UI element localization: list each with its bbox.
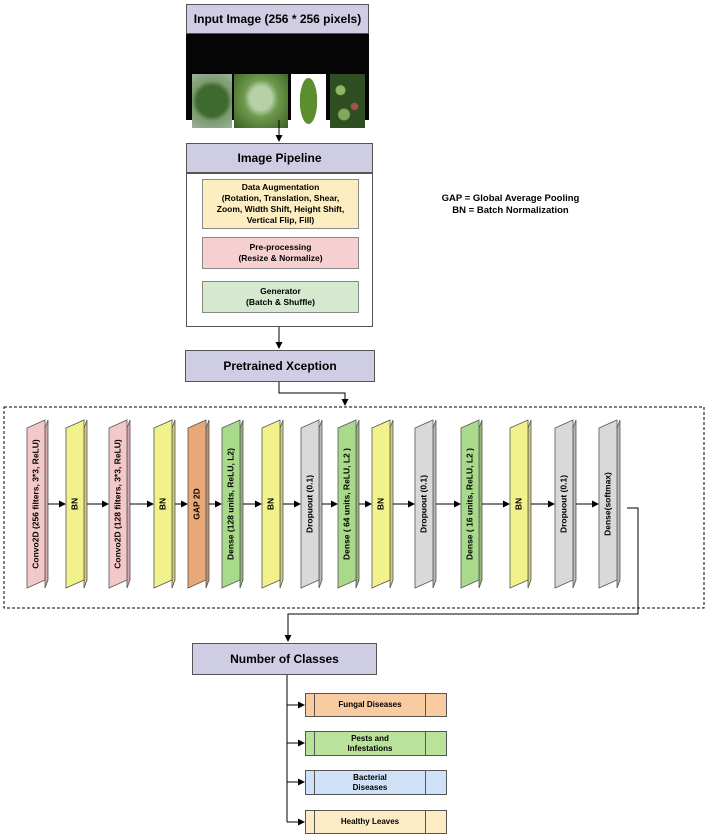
legend-gap: GAP = Global Average Pooling — [441, 193, 580, 204]
layer-13-bn: BN — [509, 419, 532, 589]
layer-5-gap: GAP 2D — [187, 419, 210, 589]
layer-front-face — [108, 419, 128, 589]
layer-7-bn: BN — [261, 419, 284, 589]
leaf-image-1 — [192, 74, 232, 128]
legend: GAP = Global Average Pooling BN = Batch … — [418, 193, 603, 217]
layer-8-drop: Dropuout (0.1) — [300, 419, 323, 589]
layer-side-face — [355, 419, 360, 589]
layer-stack-boundary — [3, 406, 705, 609]
layer-3-conv: Convo2D (128 filters, 3*3, ReLU) — [108, 419, 131, 589]
data-augmentation-box: Data Augmentation (Rotation, Translation… — [202, 179, 359, 229]
layer-side-face — [572, 419, 577, 589]
arrow-layers-to-classes — [284, 507, 639, 642]
layer-label: Dropuout (0.1) — [418, 475, 428, 533]
layer-11-drop: Dropuout (0.1) — [414, 419, 437, 589]
layer-label: Dense ( 16 units, ReLU, L2 ) — [464, 448, 474, 560]
layer-4-bn: BN — [153, 419, 176, 589]
layer-label: BN — [69, 498, 79, 510]
leaf-image-2 — [234, 74, 288, 128]
layer-side-face — [432, 419, 437, 589]
layer-front-face — [509, 419, 529, 589]
layer-side-face — [279, 419, 284, 589]
input-image-strip — [186, 34, 369, 128]
class-healthy-leaves: Healthy Leaves — [305, 810, 447, 834]
pretrained-xception-box: Pretrained Xception — [185, 350, 375, 382]
layer-label: GAP 2D — [191, 488, 201, 520]
layer-side-face — [239, 419, 244, 589]
input-image-title: Input Image (256 * 256 pixels) — [186, 4, 369, 34]
layer-front-face — [554, 419, 574, 589]
class-bacterial-diseases: Bacterial Diseases — [305, 770, 447, 795]
layer-14-drop: Dropuout (0.1) — [554, 419, 577, 589]
layer-front-face — [337, 419, 357, 589]
layer-side-face — [171, 419, 176, 589]
layer-label: Dense (128 units, ReLU, L2) — [225, 448, 235, 560]
layer-label: Dropuout (0.1) — [304, 475, 314, 533]
layer-side-face — [44, 419, 49, 589]
layer-2-bn: BN — [65, 419, 88, 589]
layer-label: BN — [513, 498, 523, 510]
layer-10-bn: BN — [371, 419, 394, 589]
class-pests-infestations: Pests and Infestations — [305, 731, 447, 756]
layer-label: Convo2D (256 filters, 3*3, ReLU) — [30, 439, 40, 569]
layer-front-face — [65, 419, 85, 589]
layer-front-face — [300, 419, 320, 589]
layer-label: BN — [157, 498, 167, 510]
layer-front-face — [371, 419, 391, 589]
layer-label: Dense(softmax) — [602, 472, 612, 536]
leaf-image-4 — [330, 74, 365, 128]
layer-1-conv: Convo2D (256 filters, 3*3, ReLU) — [26, 419, 49, 589]
layer-side-face — [527, 419, 532, 589]
layer-front-face — [261, 419, 281, 589]
layer-side-face — [389, 419, 394, 589]
layer-front-face — [221, 419, 241, 589]
layer-front-face — [414, 419, 434, 589]
layer-front-face — [26, 419, 46, 589]
layer-label: Dense ( 64 units, ReLU, L2 ) — [341, 448, 351, 560]
arrow-xception-to-layers — [278, 382, 349, 406]
layer-front-face — [598, 419, 618, 589]
layer-side-face — [83, 419, 88, 589]
image-pipeline-box: Data Augmentation (Rotation, Translation… — [186, 173, 373, 327]
layer-front-face — [187, 419, 207, 589]
number-of-classes-box: Number of Classes — [192, 643, 377, 675]
class-fungal-diseases: Fungal Diseases — [305, 693, 447, 717]
layer-side-face — [318, 419, 323, 589]
layer-12-dense: Dense ( 16 units, ReLU, L2 ) — [460, 419, 483, 589]
leaf-image-3 — [291, 74, 326, 128]
generator-box: Generator (Batch & Shuffle) — [202, 281, 359, 313]
layer-label: Dropuout (0.1) — [558, 475, 568, 533]
image-pipeline-title: Image Pipeline — [186, 143, 373, 173]
legend-bn: BN = Batch Normalization — [452, 205, 569, 216]
layer-label: Convo2D (128 filters, 3*3, ReLU) — [112, 439, 122, 569]
layer-6-dense: Dense (128 units, ReLU, L2) — [221, 419, 244, 589]
layer-label: BN — [375, 498, 385, 510]
layer-side-face — [478, 419, 483, 589]
layer-side-face — [616, 419, 621, 589]
layer-label: BN — [265, 498, 275, 510]
layer-15-drop: Dense(softmax) — [598, 419, 621, 589]
layer-front-face — [460, 419, 480, 589]
layer-side-face — [126, 419, 131, 589]
layer-front-face — [153, 419, 173, 589]
layer-9-dense: Dense ( 64 units, ReLU, L2 ) — [337, 419, 360, 589]
preprocessing-box: Pre-processing (Resize & Normalize) — [202, 237, 359, 269]
layer-side-face — [205, 419, 210, 589]
